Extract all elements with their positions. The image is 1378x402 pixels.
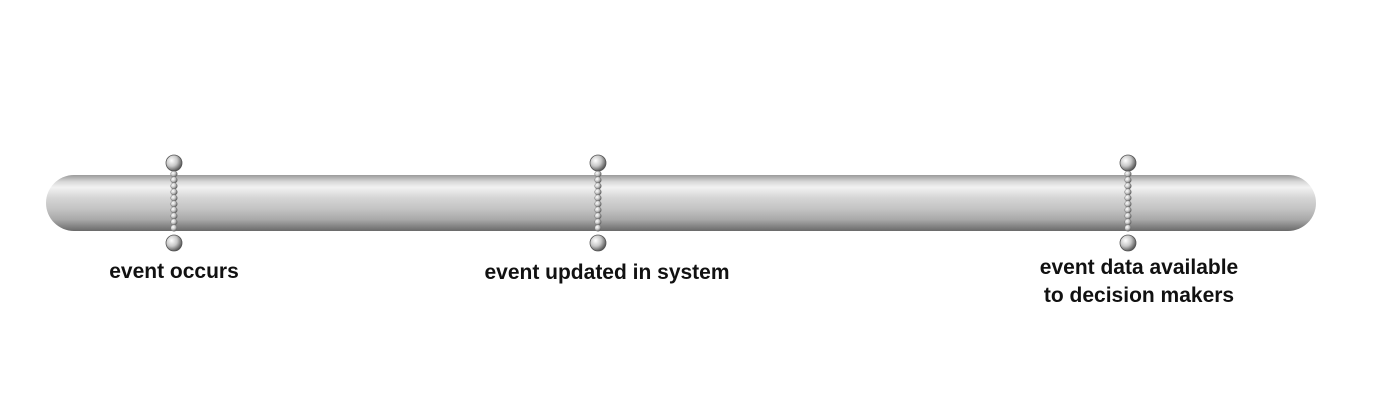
chain-bead <box>1124 188 1132 196</box>
timeline-bar <box>46 175 1316 231</box>
chain-end-ball <box>1119 234 1137 252</box>
event-label-occurs: event occurs <box>109 258 239 286</box>
chain-bead <box>594 206 602 214</box>
label-line: event updated in system <box>484 261 730 284</box>
chain-bead <box>1124 194 1132 202</box>
chain-bead <box>594 176 602 184</box>
event-label-available: event data available to decision makers <box>1040 254 1238 310</box>
chain-bead <box>1124 200 1132 208</box>
chain-bead <box>170 188 178 196</box>
chain-bead <box>170 182 178 190</box>
chain-bead <box>170 176 178 184</box>
chain-bead <box>594 212 602 220</box>
chain-bead <box>170 170 178 178</box>
chain-bead <box>1124 182 1132 190</box>
chain-bead <box>1124 218 1132 226</box>
event-marker-1-icon <box>165 154 183 252</box>
chain-bead <box>1124 206 1132 214</box>
chain-bead <box>594 170 602 178</box>
chain-end-ball <box>1119 154 1137 172</box>
chain-bead <box>170 224 178 232</box>
chain-bead <box>594 188 602 196</box>
chain-bead <box>594 182 602 190</box>
chain-bead <box>594 224 602 232</box>
chain-bead <box>170 194 178 202</box>
chain-end-ball <box>589 234 607 252</box>
chain-bead <box>170 200 178 208</box>
chain-bead <box>1124 170 1132 178</box>
chain-bead <box>170 206 178 214</box>
chain-bead <box>594 194 602 202</box>
chain-bead <box>594 218 602 226</box>
chain-end-ball <box>165 154 183 172</box>
label-line: event occurs <box>109 260 239 283</box>
chain-bead <box>594 200 602 208</box>
event-marker-3-icon <box>1119 154 1137 252</box>
event-label-updated: event updated in system <box>484 259 729 287</box>
event-marker-2-icon <box>589 154 607 252</box>
label-line: to decision makers <box>1043 284 1235 307</box>
chain-bead <box>1124 176 1132 184</box>
chain-end-ball <box>589 154 607 172</box>
chain-bead <box>170 212 178 220</box>
chain-bead <box>1124 212 1132 220</box>
label-line: event data available <box>1039 256 1239 279</box>
chain-bead <box>1124 224 1132 232</box>
chain-bead <box>170 218 178 226</box>
chain-end-ball <box>165 234 183 252</box>
